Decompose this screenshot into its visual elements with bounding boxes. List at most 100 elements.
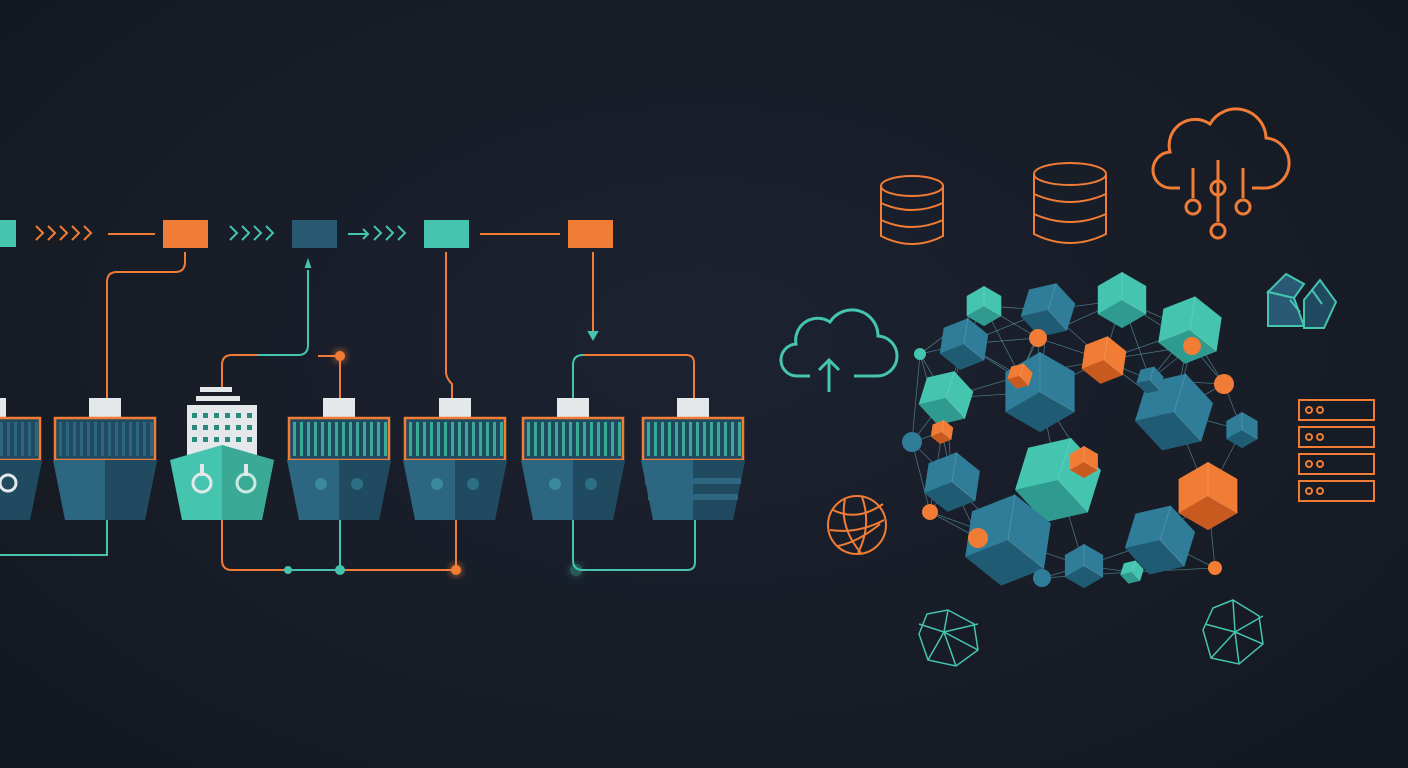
container-stripe	[569, 422, 572, 456]
ship-deck-rail	[196, 396, 240, 401]
cluster-polyhedron-facet	[1005, 392, 1075, 432]
container-stripe	[738, 422, 741, 456]
ship-hull-shade	[339, 460, 391, 520]
container-stripe	[604, 422, 607, 456]
ship-row	[0, 387, 745, 520]
container-stripe	[94, 422, 97, 456]
ship-bridge	[439, 398, 471, 418]
cluster-link	[911, 353, 921, 443]
container-stripe	[717, 422, 720, 456]
cluster-facet-edge	[951, 452, 976, 502]
cluster-node	[902, 432, 922, 452]
ship-porthole	[467, 478, 479, 490]
wireframe-polyhedron-icon	[918, 609, 979, 667]
ship-bridge	[557, 398, 589, 418]
container-stripe	[115, 422, 118, 456]
cluster-facet-edge	[945, 371, 966, 419]
ship-window	[214, 425, 219, 430]
cluster-polyhedron-facet	[1178, 496, 1238, 530]
ship-window	[214, 437, 219, 442]
cluster-polyhedron-facet	[1064, 566, 1104, 588]
cluster-node	[968, 528, 988, 548]
container-stripe	[534, 422, 537, 456]
ship-porthole	[549, 478, 561, 490]
container-stripe	[307, 422, 310, 456]
ship-window	[203, 437, 208, 442]
ship-window	[247, 425, 252, 430]
ship-window	[236, 413, 241, 418]
container-stripe	[444, 422, 447, 456]
cluster-facet-edge	[1207, 462, 1238, 514]
container-ship	[53, 398, 157, 520]
container-stripe	[150, 422, 153, 456]
container-stripe	[108, 422, 111, 456]
ship-containers	[53, 416, 157, 462]
container-stripe	[590, 422, 593, 456]
container-stripe	[370, 422, 373, 456]
container-stripe	[136, 422, 139, 456]
ship-porthole	[351, 478, 363, 490]
container-stripe	[349, 422, 352, 456]
cloud-network-icon	[1151, 107, 1291, 240]
ship-anchor	[244, 464, 248, 476]
cluster-facet-edge	[963, 318, 985, 361]
container-stripe	[647, 422, 650, 456]
container-stripe	[377, 422, 380, 456]
container-stripe	[493, 422, 496, 456]
cluster-polyhedron-facet	[1015, 480, 1088, 522]
cluster-link	[911, 441, 931, 513]
cluster-node	[1208, 561, 1222, 575]
container-stripe	[710, 422, 713, 456]
ship-hull-shade	[693, 460, 745, 520]
cloud-upload-icon	[779, 308, 899, 392]
cluster-link	[1131, 567, 1216, 573]
ship-containers	[521, 416, 625, 462]
cluster-facet-edge	[1007, 494, 1045, 570]
pipeline-block-orange-2	[568, 220, 613, 248]
container-stripe	[356, 422, 359, 456]
container-stripe	[597, 422, 600, 456]
cluster-polyhedron-facet	[1124, 540, 1185, 575]
container-stripe	[696, 422, 699, 456]
container-stripe	[0, 422, 3, 456]
container-stripe	[21, 422, 24, 456]
cluster-facet-edge	[1173, 373, 1202, 442]
ship-bridge	[677, 398, 709, 418]
pipeline-block-teal	[0, 220, 16, 247]
container-stripe	[409, 422, 412, 456]
cluster-polyhedron-facet	[1020, 310, 1067, 337]
ship-window	[247, 413, 252, 418]
ship-hull-shade	[105, 460, 157, 520]
container-stripe	[335, 422, 338, 456]
wireframe-polyhedron-icon	[1202, 599, 1264, 665]
ship-bridge	[323, 398, 355, 418]
ship-bridge	[0, 398, 6, 418]
container-stripe	[583, 422, 586, 456]
pipeline-block-blue	[292, 220, 337, 248]
database-icon	[880, 175, 944, 245]
cluster-facet-edge	[1121, 272, 1147, 315]
pipeline-top	[0, 220, 613, 248]
ship-window	[192, 413, 197, 418]
container-stripe	[80, 422, 83, 456]
container-ship	[403, 398, 507, 520]
ship-window	[203, 413, 208, 418]
ship-window	[225, 425, 230, 430]
ship-hull-shade	[455, 460, 507, 520]
container-stripe	[479, 422, 482, 456]
cluster-polyhedron-facet	[1070, 462, 1098, 478]
container-stripe	[541, 422, 544, 456]
pipeline-block-teal-2	[424, 220, 469, 248]
container-stripe	[618, 422, 621, 456]
cluster-node	[1029, 329, 1047, 347]
ship-porthole	[315, 478, 327, 490]
ship-containers	[0, 416, 42, 462]
container-stripe	[342, 422, 345, 456]
container-stripe	[682, 422, 685, 456]
ship-hull-band	[648, 494, 738, 500]
cluster-facet-edge	[1189, 296, 1217, 352]
container-stripe	[143, 422, 146, 456]
chevrons-orange	[35, 225, 93, 241]
cluster-facet-edge	[1083, 446, 1099, 471]
